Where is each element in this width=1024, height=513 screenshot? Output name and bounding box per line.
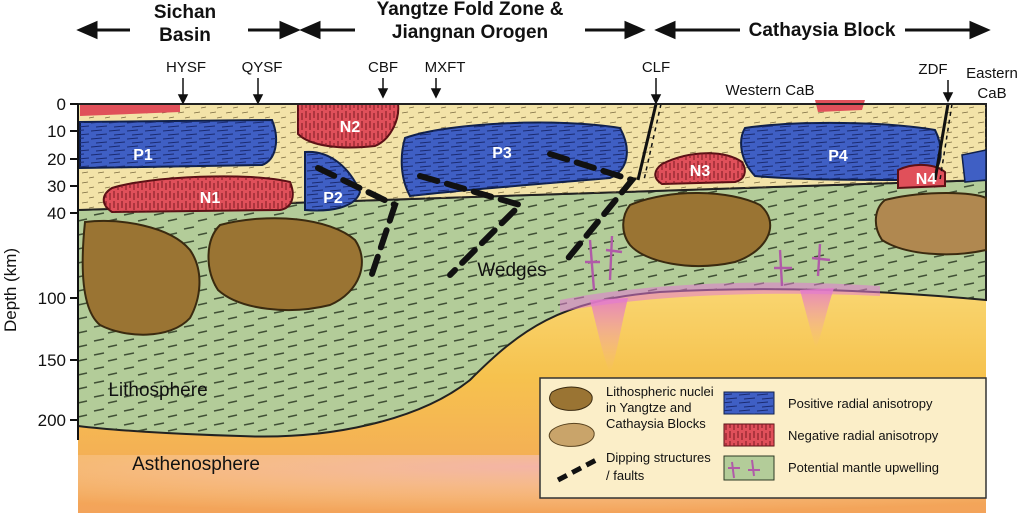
region-yangtze-line1: Yangtze Fold Zone &	[377, 0, 564, 20]
fault-label-hysf: HYSF	[166, 59, 206, 76]
fault-label-qysf: QYSF	[242, 59, 283, 76]
legend-swatch-dipping	[556, 455, 602, 483]
legend-swatch-nuclei-yangtze	[549, 386, 593, 411]
legend-nuclei-line2: in Yangtze and	[606, 400, 692, 415]
legend-nuclei-line3: Cathaysia Blocks	[606, 416, 706, 431]
label-western-cab: Western CaB	[726, 82, 815, 99]
legend	[539, 377, 987, 499]
fault-lines	[636, 103, 953, 181]
label-lithosphere: Lithosphere	[108, 380, 207, 401]
body-label-n2: N2	[340, 119, 361, 136]
legend-swatch-nuclei-cathaysia	[548, 423, 595, 447]
depth-axis	[70, 103, 79, 440]
legend-negative-label: Negative radial anisotropy	[788, 428, 939, 443]
tick-20: 20	[47, 150, 66, 169]
body-label-p3: P3	[492, 145, 512, 162]
label-eastern-cab-line2: CaB	[977, 85, 1006, 102]
positive-anisotropy-bodies	[79, 118, 987, 212]
body-label-n4: N4	[916, 171, 937, 188]
fault-label-cbf: CBF	[368, 59, 398, 76]
region-cathaysia: Cathaysia Block	[749, 20, 896, 41]
tick-100: 100	[38, 289, 66, 308]
label-asthenosphere: Asthenosphere	[132, 454, 260, 475]
tick-200: 200	[38, 411, 66, 430]
legend-upwelling-label: Potential mantle upwelling	[788, 460, 939, 475]
fault-label-clf: CLF	[642, 59, 670, 76]
negative-anisotropy-bodies	[80, 100, 946, 214]
fault-label-zdf: ZDF	[918, 61, 947, 78]
mantle-upwelling-plumes	[560, 235, 880, 372]
tick-150: 150	[38, 351, 66, 370]
legend-dipping-line2: / faults	[606, 468, 645, 483]
legend-nuclei-line1: Lithospheric nuclei	[606, 384, 714, 399]
tick-0: 0	[57, 95, 66, 114]
body-label-p4: P4	[828, 148, 848, 165]
region-sichuan-line2: Basin	[159, 25, 211, 46]
body-label-p1: P1	[133, 147, 153, 164]
legend-dipping-line1: Dipping structures	[606, 450, 711, 465]
tick-10: 10	[47, 122, 66, 141]
label-wedges: Wedges	[477, 260, 546, 281]
fault-pointer-arrows	[177, 78, 954, 105]
dipping-structures	[315, 151, 638, 283]
legend-positive-label: Positive radial anisotropy	[788, 396, 933, 411]
fault-label-mxft: MXFT	[425, 59, 466, 76]
body-label-p2: P2	[323, 190, 343, 207]
lithospheric-nuclei	[81, 192, 987, 336]
body-label-n1: N1	[200, 190, 221, 207]
body-label-n3: N3	[690, 163, 711, 180]
region-arrows	[76, 20, 991, 40]
tick-30: 30	[47, 177, 66, 196]
region-yangtze-line2: Jiangnan Orogen	[392, 22, 548, 43]
region-sichuan-line1: Sichan	[154, 2, 216, 23]
axis-label-depth: Depth (km)	[1, 248, 20, 332]
label-eastern-cab-line1: Eastern	[966, 65, 1018, 82]
tick-40: 40	[47, 204, 66, 223]
